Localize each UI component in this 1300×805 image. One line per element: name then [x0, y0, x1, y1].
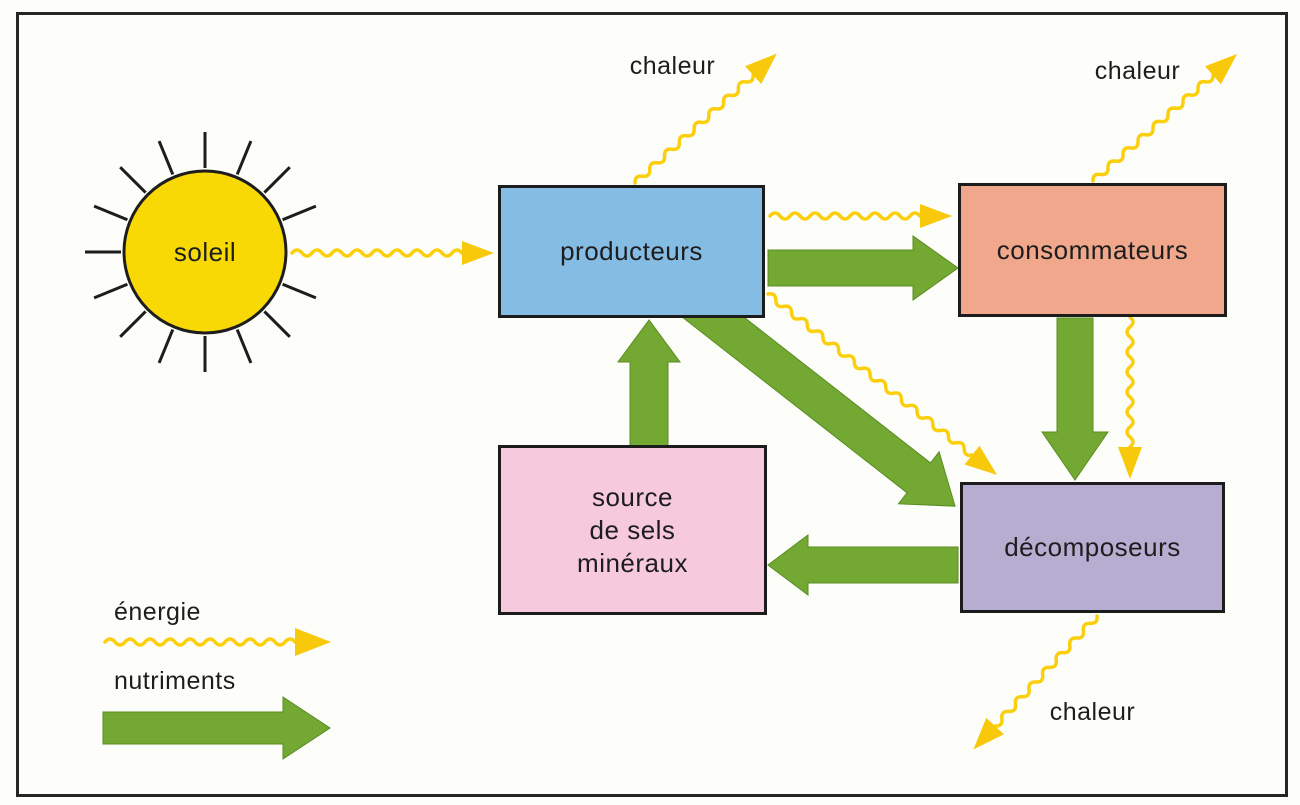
- node-source-line3: minéraux: [577, 547, 688, 578]
- node-producteurs: producteurs: [498, 185, 765, 318]
- node-producteurs-label: producteurs: [560, 236, 703, 266]
- node-consommateurs-label: consommateurs: [996, 234, 1189, 265]
- legend-nutrients-label: nutriments: [114, 667, 236, 695]
- node-source-label: source de sels minéraux: [577, 481, 688, 580]
- energy-arrow-soleil-to-producteurs: [290, 241, 494, 265]
- energy-arrow-consommateurs-to-chaleur-top: [1091, 54, 1238, 183]
- nutrient-arrow-source-to-producteurs: [617, 319, 681, 448]
- energy-arrow-producteurs-to-consommateurs: [768, 204, 952, 228]
- sun-icon: [122, 169, 288, 335]
- nutrient-arrow-producteurs-to-consommateurs: [767, 235, 959, 301]
- node-source-line1: source: [591, 481, 674, 512]
- nutrient-arrow-producteurs-to-decomposeurs: [682, 287, 956, 507]
- energy-arrow-producteurs-to-decomposeurs: [766, 291, 998, 475]
- nutrient-arrow-consommateurs-to-decomposeurs: [1041, 317, 1109, 481]
- node-decomposeurs: décomposeurs: [960, 482, 1225, 613]
- diagram-frame: [16, 12, 1288, 797]
- nutrient-arrow-decomposeurs-to-source: [767, 534, 959, 596]
- node-decomposeurs-label: décomposeurs: [1004, 532, 1181, 562]
- sun-rays-icon: [85, 132, 317, 372]
- node-source-sels-mineraux: source de sels minéraux: [498, 445, 767, 615]
- node-consommateurs: consommateurs: [958, 183, 1227, 317]
- legend-nutrient-arrow-icon: [102, 696, 331, 760]
- legend-energy-label: énergie: [114, 598, 201, 626]
- heat-label-top-center: chaleur: [629, 52, 716, 80]
- legend-energy-arrow-icon: [103, 628, 331, 656]
- heat-label-bottom-right: chaleur: [1049, 698, 1136, 726]
- node-source-line2: de sels: [589, 514, 676, 545]
- heat-label-top-right: chaleur: [1094, 57, 1181, 85]
- energy-arrow-decomposeurs-to-chaleur-bottom: [973, 614, 1099, 750]
- node-soleil-label: soleil: [173, 237, 237, 267]
- energy-arrow-consommateurs-to-decomposeurs: [1118, 315, 1142, 479]
- energy-arrow-producteurs-to-chaleur-top: [633, 53, 777, 185]
